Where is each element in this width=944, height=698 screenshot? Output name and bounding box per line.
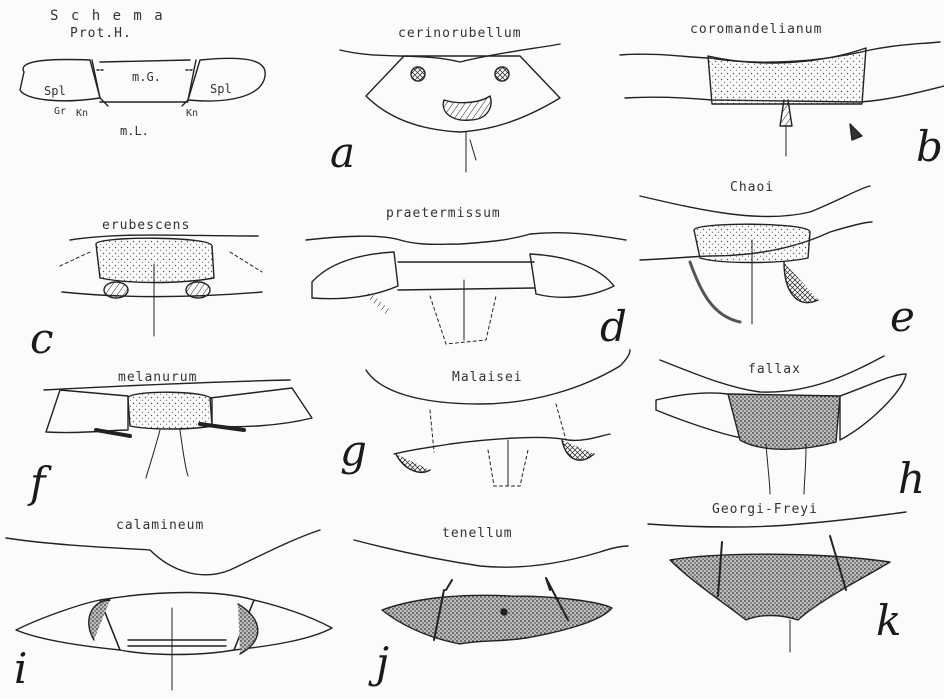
drawing-i [6,530,332,690]
schema-right-plate-label: Spl [210,82,232,96]
panel-name-d: praetermissum [386,206,501,221]
drawing-e [640,186,872,324]
panel-name-i: calamineum [116,518,204,533]
drawing-f [44,380,312,478]
panel-letter-f: f [30,462,46,504]
drawing-b [620,42,944,156]
schema-left-kn-label: Kn [76,108,88,119]
drawing-d [306,233,626,344]
panel-name-b: coromandelianum [690,22,822,37]
panel-letter-e: e [890,296,915,338]
panel-letter-c: c [30,318,54,360]
panel-letter-d: d [600,306,627,348]
schema-small-label: Gr [54,106,66,117]
panel-name-k: Georgi-Freyi [712,502,818,517]
panel-letter-g: g [340,430,367,472]
panel-letter-i: i [14,648,27,690]
drawing-a [340,44,560,172]
schema-below-label: m.L. [120,124,149,138]
drawing-j [354,540,628,644]
drawing-c [60,235,262,336]
drawing-k [648,512,906,652]
panel-letter-b: b [916,126,943,168]
schema-title: S c h e m a [50,8,165,24]
panel-name-f: melanurum [118,370,197,385]
panel-name-a: cerinorubellum [398,26,522,41]
panel-name-g: Malaisei [452,370,523,385]
panel-letter-a: a [330,132,355,174]
schema-left-plate-label: Spl [44,84,66,98]
panel-letter-j: j [376,642,389,684]
panel-name-c: erubescens [102,218,190,233]
panel-name-e: Chaoi [730,180,774,195]
schema-right-kn-label: Kn [186,108,198,119]
schema-subtitle: Prot.H. [70,26,132,41]
panel-letter-k: k [876,600,901,642]
panel-name-j: tenellum [442,526,513,541]
panel-letter-h: h [898,458,925,500]
schema-center-label: m.G. [132,70,161,84]
panel-name-h: fallax [748,362,801,377]
